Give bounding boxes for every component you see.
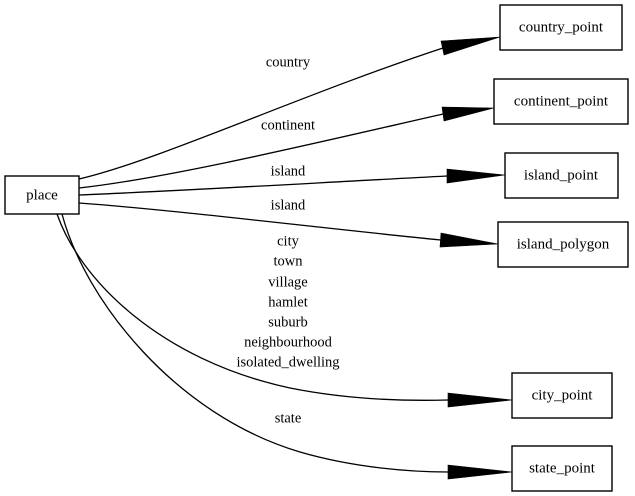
node-state-point[interactable]: state_point: [511, 445, 613, 492]
edge-path-island-polygon: [78, 202, 442, 241]
edge-place-to-city-point[interactable]: [56, 213, 513, 408]
arrowhead-city: [447, 392, 513, 408]
node-continent-point-label: continent_point: [514, 93, 609, 109]
edge-label-city-line-4: suburb: [268, 314, 307, 330]
arrowhead-island-point: [446, 168, 506, 184]
node-place-rect: [4, 175, 80, 215]
edge-place-to-island-point[interactable]: [78, 168, 506, 196]
node-country-point[interactable]: country_point: [499, 4, 623, 51]
edge-place-to-state-point[interactable]: [61, 213, 513, 480]
node-island-point[interactable]: island_point: [504, 152, 619, 199]
node-island-polygon-label: island_polygon: [517, 236, 610, 252]
node-place[interactable]: place: [4, 175, 80, 215]
node-country-point-label: country_point: [519, 19, 604, 35]
edge-path-island-point: [78, 175, 448, 196]
arrowhead-continent: [441, 106, 495, 122]
node-state-point-label: state_point: [529, 460, 596, 476]
edge-path-state: [61, 213, 449, 473]
edge-label-country: country: [266, 54, 311, 70]
edge-label-city-line-2: village: [268, 274, 307, 290]
edge-label-city-line-6: isolated_dwelling: [236, 354, 339, 370]
node-city-point[interactable]: city_point: [511, 372, 613, 419]
node-island-point-rect: [504, 152, 619, 199]
arrowhead-island-polygon: [439, 232, 499, 248]
edge-label-city-line-3: hamlet: [268, 294, 307, 310]
node-continent-point-rect: [493, 78, 629, 125]
arrowhead-state: [447, 464, 513, 480]
edge-label-continent: continent: [261, 117, 315, 133]
node-city-point-rect: [511, 372, 613, 419]
edge-place-to-continent-point[interactable]: [78, 106, 495, 189]
edge-label-city-multi: city town village hamlet suburb neighbou…: [236, 233, 339, 370]
arrowhead-country: [440, 36, 501, 56]
node-state-point-rect: [511, 445, 613, 492]
node-city-point-label: city_point: [532, 387, 594, 403]
edge-label-city-line-1: town: [274, 253, 304, 269]
edge-label-island-polygon: island: [271, 197, 306, 213]
edge-label-city-line-5: neighbourhood: [244, 334, 333, 350]
node-country-point-rect: [499, 4, 623, 51]
edge-label-city-line-0: city: [277, 233, 299, 249]
node-island-point-label: island_point: [524, 167, 599, 183]
edge-place-to-island-polygon[interactable]: [78, 202, 499, 248]
edge-path-city: [56, 213, 449, 401]
node-island-polygon-rect: [497, 221, 629, 268]
edge-label-island-point: island: [271, 163, 306, 179]
node-place-label: place: [26, 187, 58, 203]
node-continent-point[interactable]: continent_point: [493, 78, 629, 125]
edge-label-state: state: [275, 410, 302, 426]
node-island-polygon[interactable]: island_polygon: [497, 221, 629, 268]
edge-path-country: [78, 47, 444, 180]
edge-place-to-country-point[interactable]: [78, 36, 501, 180]
edge-path-continent: [78, 113, 444, 189]
